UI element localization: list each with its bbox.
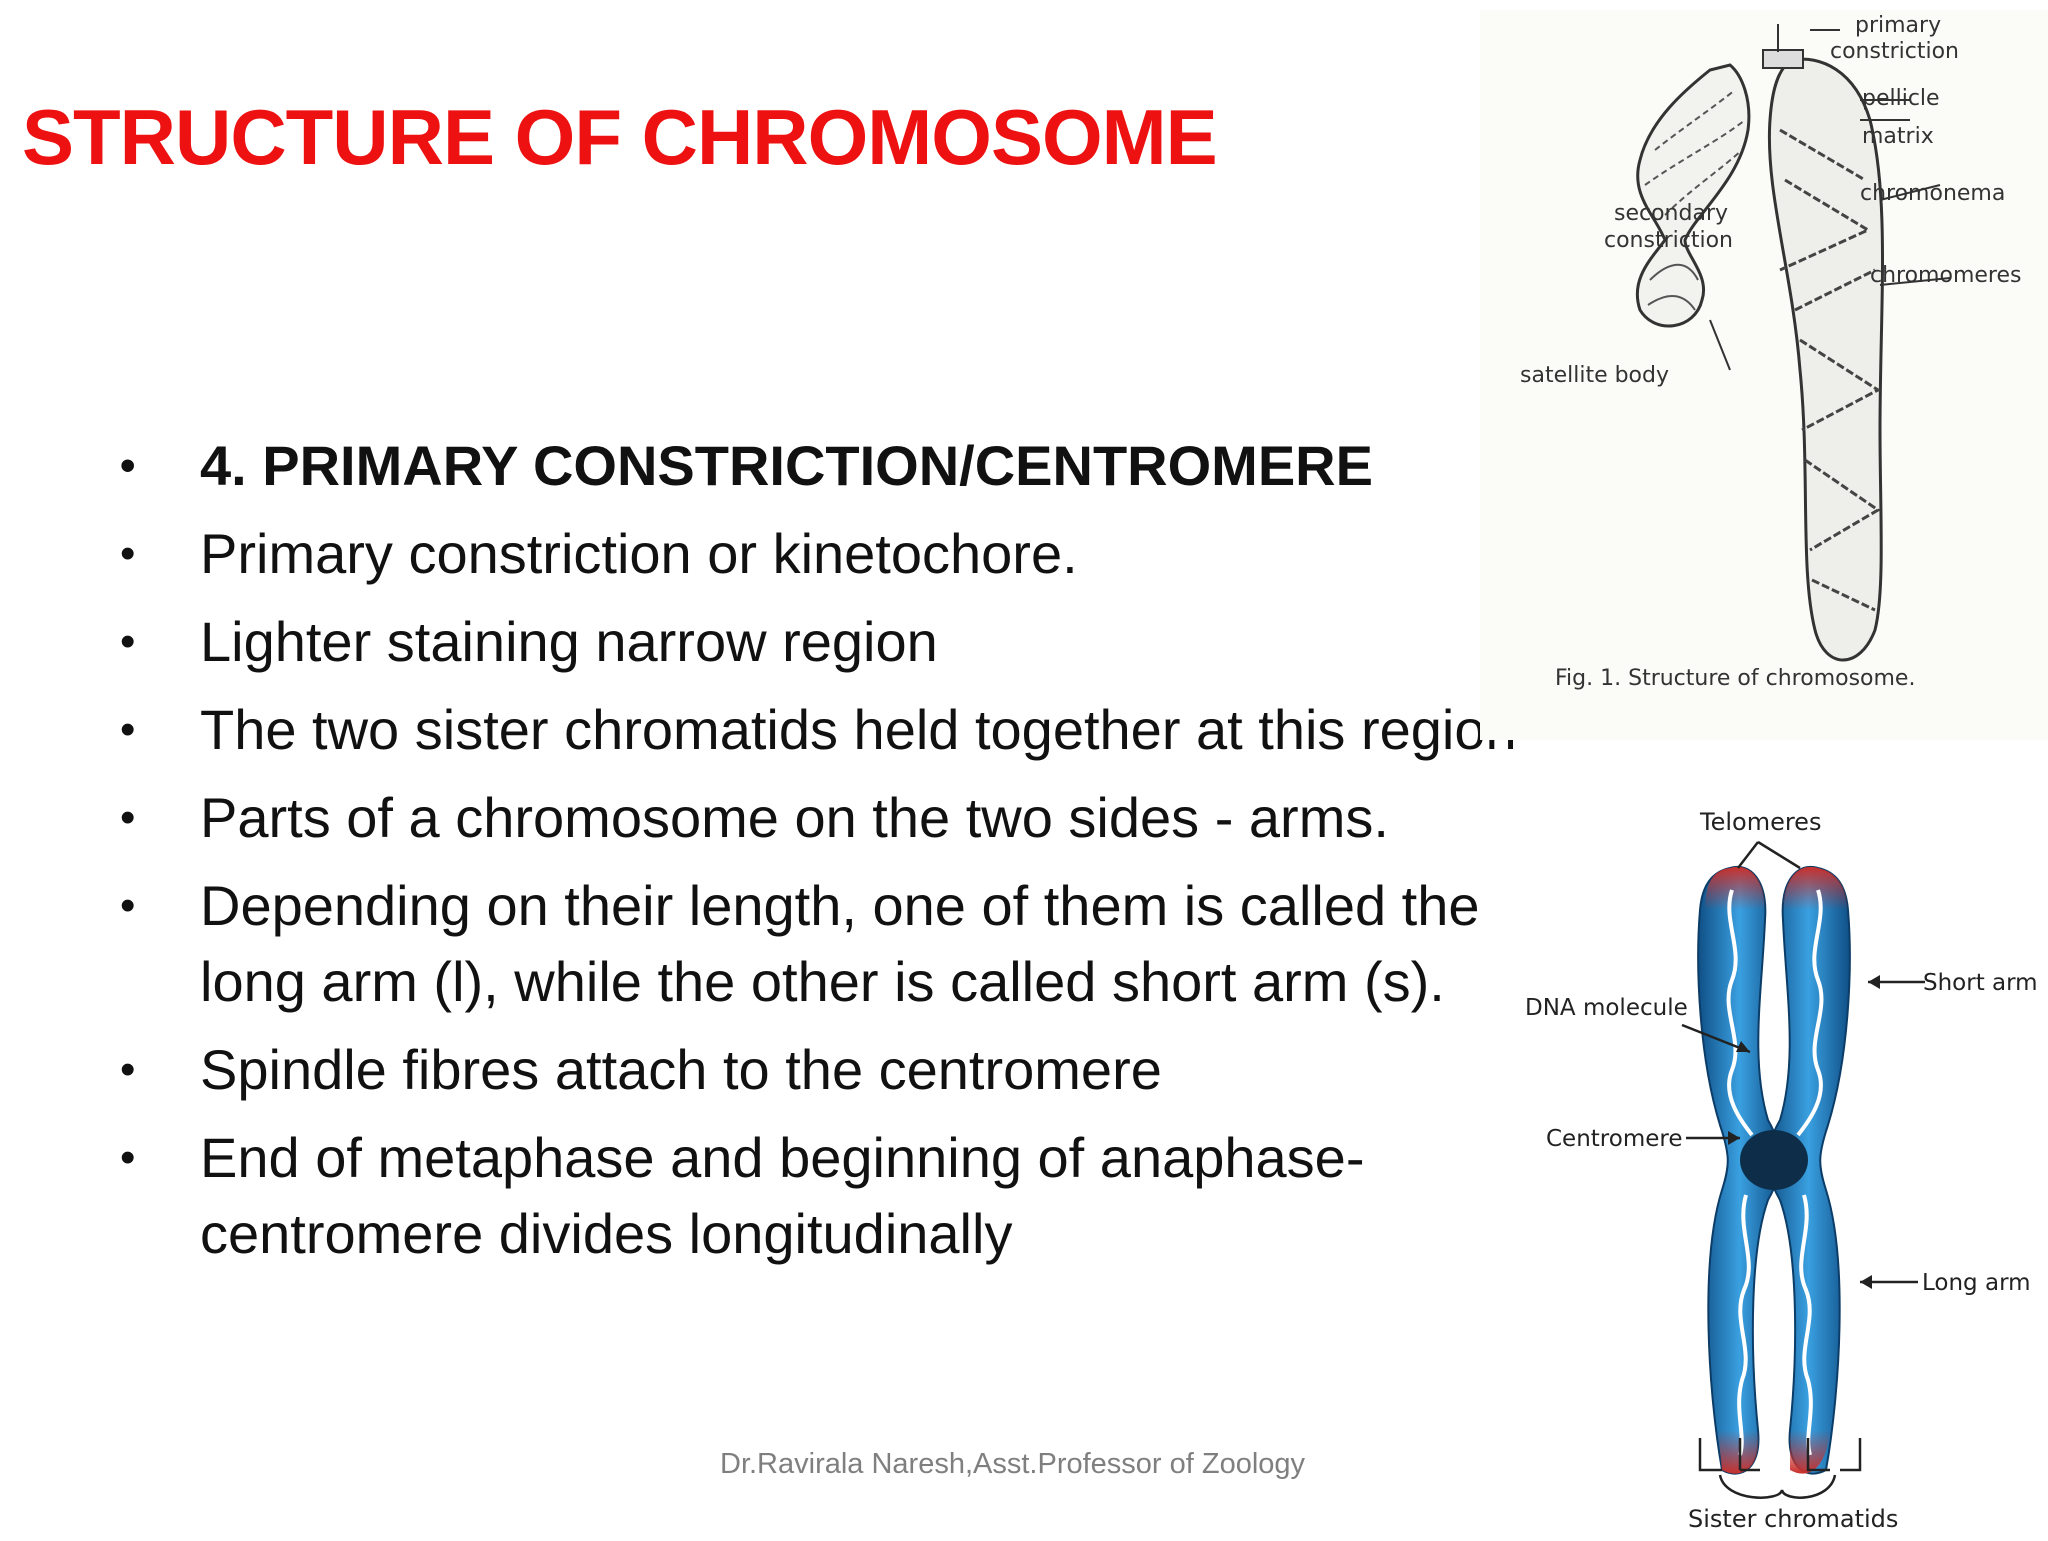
label-satellite-body: satellite body xyxy=(1520,363,1669,388)
chromosome-diagram-figure: Telomeres Short arm DNA molecule Centrom… xyxy=(1500,790,2048,1536)
label-secondary-2: constriction xyxy=(1604,228,1733,253)
label-long-arm: Long arm xyxy=(1922,1270,2031,1296)
bullet-text: Depending on their length, one of them i… xyxy=(200,874,1480,1013)
footer-author: Dr.Ravirala Naresh,Asst.Professor of Zoo… xyxy=(720,1448,1306,1480)
bullet-text: Lighter staining narrow region xyxy=(200,610,938,673)
bullet-item: • Parts of a chromosome on the two sides … xyxy=(120,780,1520,856)
label-short-arm: Short arm xyxy=(1923,970,2038,996)
bullet-dot-icon: • xyxy=(120,705,136,754)
bullet-text: The two sister chromatids held together … xyxy=(200,698,1517,761)
label-primary-1: primary xyxy=(1855,13,1941,38)
bullet-item: • Spindle fibres attach to the centromere xyxy=(120,1032,1520,1108)
chromosome-structure-figure: primary constriction pellicle matrix chr… xyxy=(1480,10,2048,740)
bullet-item: • Primary constriction or kinetochore. xyxy=(120,516,1520,592)
bullet-dot-icon: • xyxy=(120,441,136,490)
bullet-dot-icon: • xyxy=(120,1133,136,1182)
label-telomeres: Telomeres xyxy=(1699,808,1821,836)
bullet-item: • The two sister chromatids held together… xyxy=(120,692,1520,768)
bullet-item: • End of metaphase and beginning of anaph… xyxy=(120,1120,1520,1272)
bullet-dot-icon: • xyxy=(120,1045,136,1094)
chromosome-drawing-icon: primary constriction pellicle matrix chr… xyxy=(1520,13,2021,691)
bullet-dot-icon: • xyxy=(120,793,136,842)
label-pellicle: pellicle xyxy=(1862,86,1940,111)
label-matrix: matrix xyxy=(1862,124,1934,149)
bullet-text: Parts of a chromosome on the two sides -… xyxy=(200,786,1389,849)
label-chromonema: chromonema xyxy=(1860,181,2005,206)
bullet-item: • 4. PRIMARY CONSTRICTION/CENTROMERE xyxy=(120,428,1520,504)
label-chromomeres: chromomeres xyxy=(1870,263,2021,288)
bullet-text: Primary constriction or kinetochore. xyxy=(200,522,1078,585)
label-sister-chromatids: Sister chromatids xyxy=(1688,1505,1898,1533)
bullet-dot-icon: • xyxy=(120,881,136,930)
bullet-dot-icon: • xyxy=(120,617,136,666)
bullet-text: Spindle fibres attach to the centromere xyxy=(200,1038,1162,1101)
slide-title: STRUCTURE OF CHROMOSOME xyxy=(22,93,1218,181)
bullet-text: 4. PRIMARY CONSTRICTION/CENTROMERE xyxy=(200,434,1373,497)
label-centromere: Centromere xyxy=(1546,1126,1682,1152)
sister-chromatids-drawing-icon: Telomeres Short arm DNA molecule Centrom… xyxy=(1525,808,2038,1533)
label-dna-molecule: DNA molecule xyxy=(1525,995,1688,1021)
bullet-item: • Depending on their length, one of them … xyxy=(120,868,1520,1020)
bullet-dot-icon: • xyxy=(120,529,136,578)
figure-caption: Fig. 1. Structure of chromosome. xyxy=(1555,666,1915,691)
bullet-text: End of metaphase and beginning of anapha… xyxy=(200,1126,1365,1265)
bullet-item: • Lighter staining narrow region xyxy=(120,604,1520,680)
label-secondary-1: secondary xyxy=(1614,201,1728,226)
label-primary-2: constriction xyxy=(1830,39,1959,64)
bullet-list: • 4. PRIMARY CONSTRICTION/CENTROMERE • Pri… xyxy=(120,428,1520,1284)
